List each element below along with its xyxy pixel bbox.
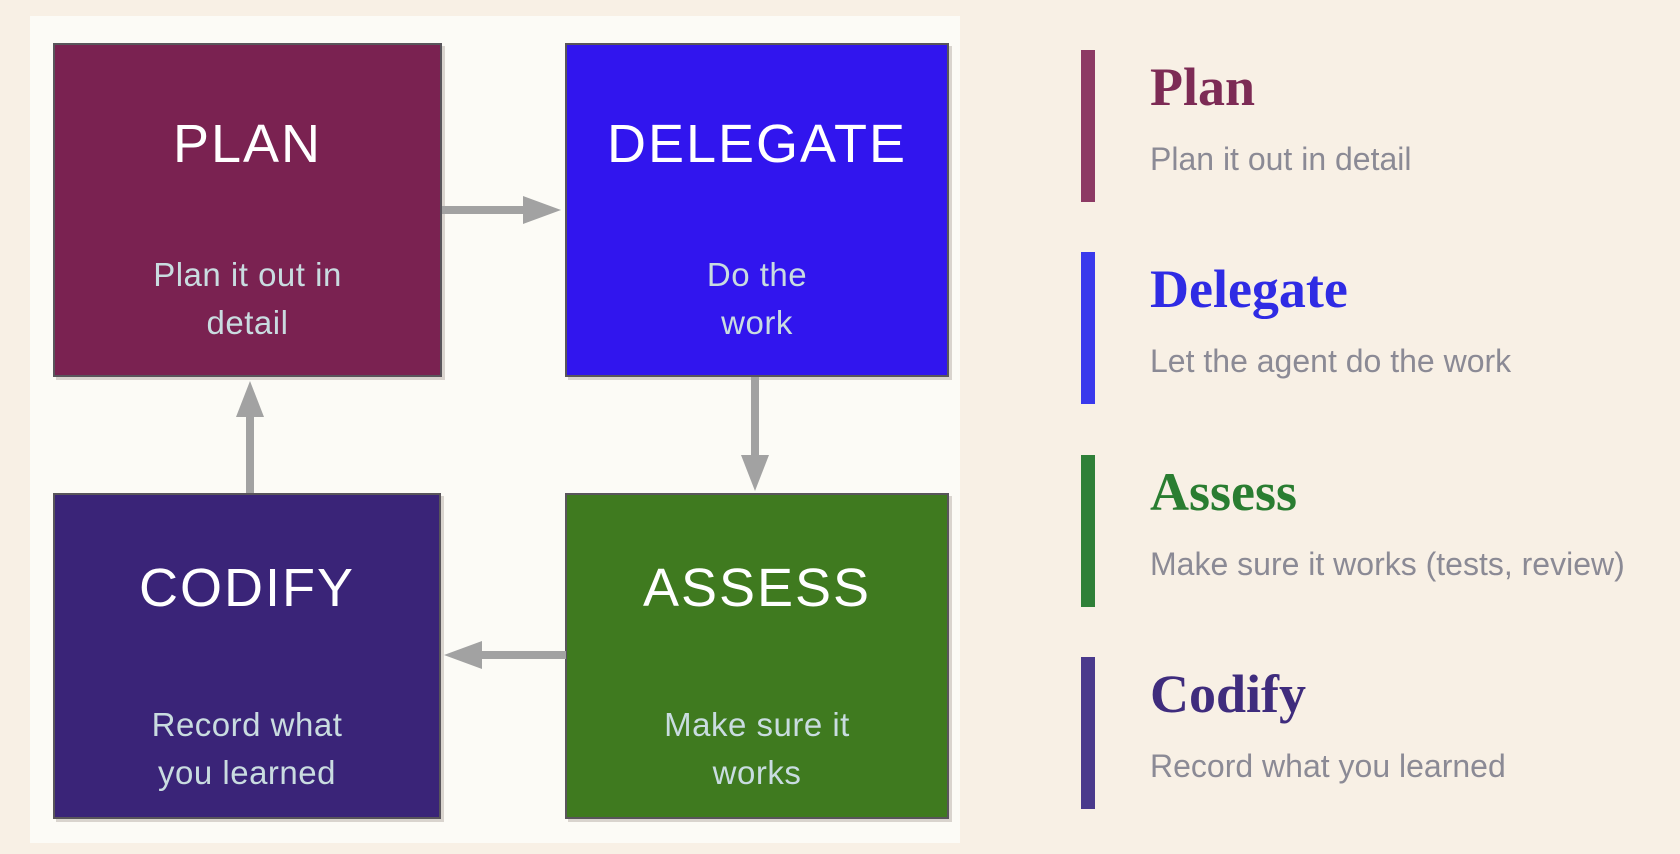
node-delegate-subtitle: Do the work — [706, 256, 808, 341]
node-delegate-title: DELEGATE — [606, 114, 908, 174]
legend-title-codify: Codify — [1150, 664, 1307, 724]
node-codify: CODIFY Record what you learned — [53, 493, 441, 819]
legend-color-bar-plan — [1081, 50, 1095, 202]
node-plan-title: PLAN — [172, 114, 323, 174]
node-codify-subtitle: Record what you learned — [151, 706, 343, 791]
arrow-down-icon — [741, 455, 769, 491]
arrow-down-shaft — [751, 377, 759, 455]
legend-description-assess: Make sure it works (tests, review) — [1150, 546, 1625, 582]
arrow-right-icon — [523, 196, 561, 224]
node-plan-subtitle: Plan it out in detail — [153, 256, 342, 341]
legend-color-bar-delegate — [1081, 252, 1095, 404]
node-plan: PLAN Plan it out in detail — [53, 43, 442, 377]
legend-description-delegate: Let the agent do the work — [1150, 343, 1512, 379]
legend-item-assess: Assess Make sure it works (tests, review… — [1081, 455, 1661, 607]
node-delegate: DELEGATE Do the work — [565, 43, 949, 377]
node-codify-title: CODIFY — [138, 558, 355, 618]
legend-description-codify: Record what you learned — [1150, 748, 1506, 784]
arrow-left-shaft — [482, 651, 566, 659]
legend-item-delegate: Delegate Let the agent do the work — [1081, 252, 1661, 404]
node-assess-subtitle: Make sure it works — [664, 706, 850, 791]
legend-title-assess: Assess — [1150, 462, 1298, 522]
legend-title-delegate: Delegate — [1150, 259, 1348, 319]
legend-color-bar-codify — [1081, 657, 1095, 809]
arrow-right-shaft — [442, 206, 523, 214]
arrow-up-icon — [236, 381, 264, 417]
node-assess: ASSESS Make sure it works — [565, 493, 949, 819]
legend-item-plan: Plan Plan it out in detail — [1081, 50, 1661, 202]
arrow-up-shaft — [246, 417, 254, 493]
arrow-left-icon — [444, 641, 482, 669]
legend-color-bar-assess — [1081, 455, 1095, 607]
legend-description-plan: Plan it out in detail — [1150, 141, 1412, 177]
legend-title-plan: Plan — [1150, 57, 1256, 117]
legend-item-codify: Codify Record what you learned — [1081, 657, 1661, 809]
node-assess-title: ASSESS — [642, 558, 872, 618]
